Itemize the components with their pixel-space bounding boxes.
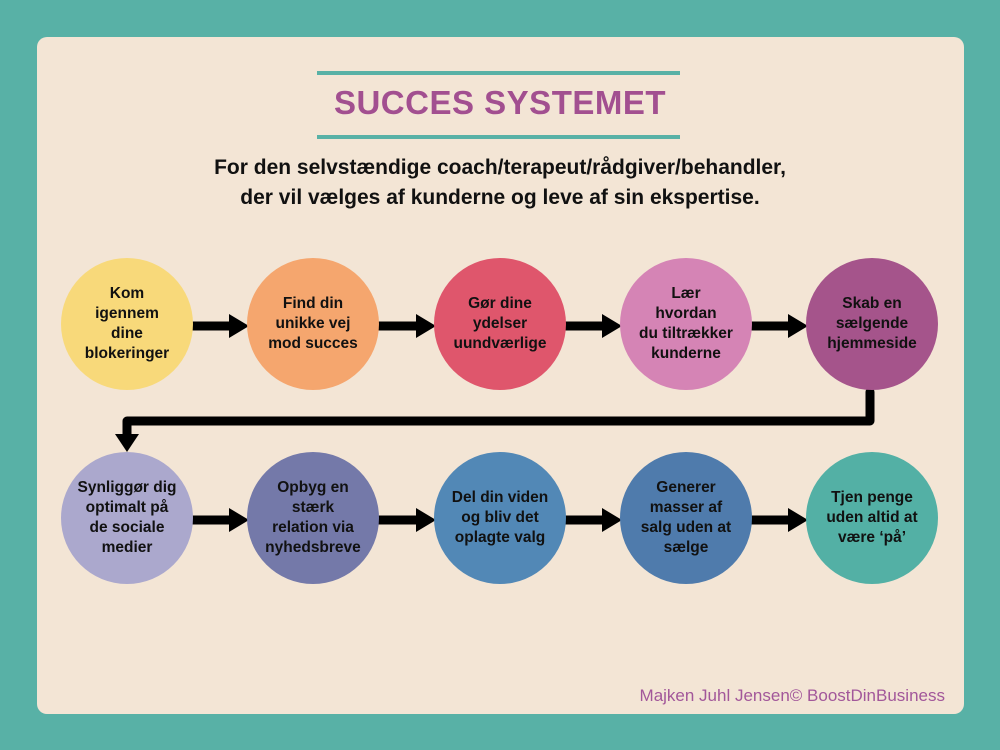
subtitle-line-2: der vil vælges af kunderne og leve af si…	[240, 186, 760, 209]
title-rule-bottom	[317, 135, 680, 139]
arrow-head	[602, 314, 622, 338]
step-label: Del din viden og bliv det oplagte valg	[451, 489, 549, 546]
arrow-head	[788, 314, 808, 338]
step-label: Gør dine ydelser uundværlige	[453, 295, 547, 352]
step-label: Kom igennem dine blokeringer	[84, 285, 170, 362]
step-circle-7: Opbyg en stærk relation via nyhedsbreve	[247, 452, 379, 584]
arrow-head	[416, 508, 436, 532]
arrow-head	[602, 508, 622, 532]
step-label: Find din unikke vej mod succes	[268, 295, 358, 352]
title-rule-top	[317, 71, 680, 75]
step-label: Tjen penge uden altid at være ‘på’	[826, 489, 918, 546]
step-circle-8: Del din viden og bliv det oplagte valg	[434, 452, 566, 584]
step-circle-3: Gør dine ydelser uundværlige	[434, 258, 566, 390]
arrow-head	[416, 314, 436, 338]
step-circle-2: Find din unikke vej mod succes	[247, 258, 379, 390]
step-label: Synliggør dig optimalt på de sociale med…	[77, 479, 177, 556]
page-title: SUCCES SYSTEMET	[333, 84, 667, 121]
arrow-head	[229, 314, 249, 338]
step-circle-9: Generer masser af salg uden at sælge	[620, 452, 752, 584]
connector-line	[122, 387, 875, 441]
step-label: Lær hvordan du tiltrækker kunderne	[639, 285, 733, 362]
arrow-head	[229, 508, 249, 532]
step-label: Generer masser af salg uden at sælge	[640, 479, 732, 556]
step-circle-5: Skab en sælgende hjemmeside	[806, 258, 938, 390]
step-circle-10: Tjen penge uden altid at være ‘på’	[806, 452, 938, 584]
step-circle-1: Kom igennem dine blokeringer	[61, 258, 193, 390]
step-label: Skab en sælgende hjemmeside	[827, 295, 917, 352]
subtitle-line-1: For den selvstændige coach/terapeut/rådg…	[214, 156, 786, 179]
connector-arrow-head	[115, 434, 139, 452]
arrow-head	[788, 508, 808, 532]
credit-text: Majken Juhl Jensen© BoostDinBusiness	[639, 686, 945, 705]
step-label: Opbyg en stærk relation via nyhedsbreve	[265, 479, 361, 556]
step-circle-4: Lær hvordan du tiltrækker kunderne	[620, 258, 752, 390]
step-circle-6: Synliggør dig optimalt på de sociale med…	[61, 452, 193, 584]
